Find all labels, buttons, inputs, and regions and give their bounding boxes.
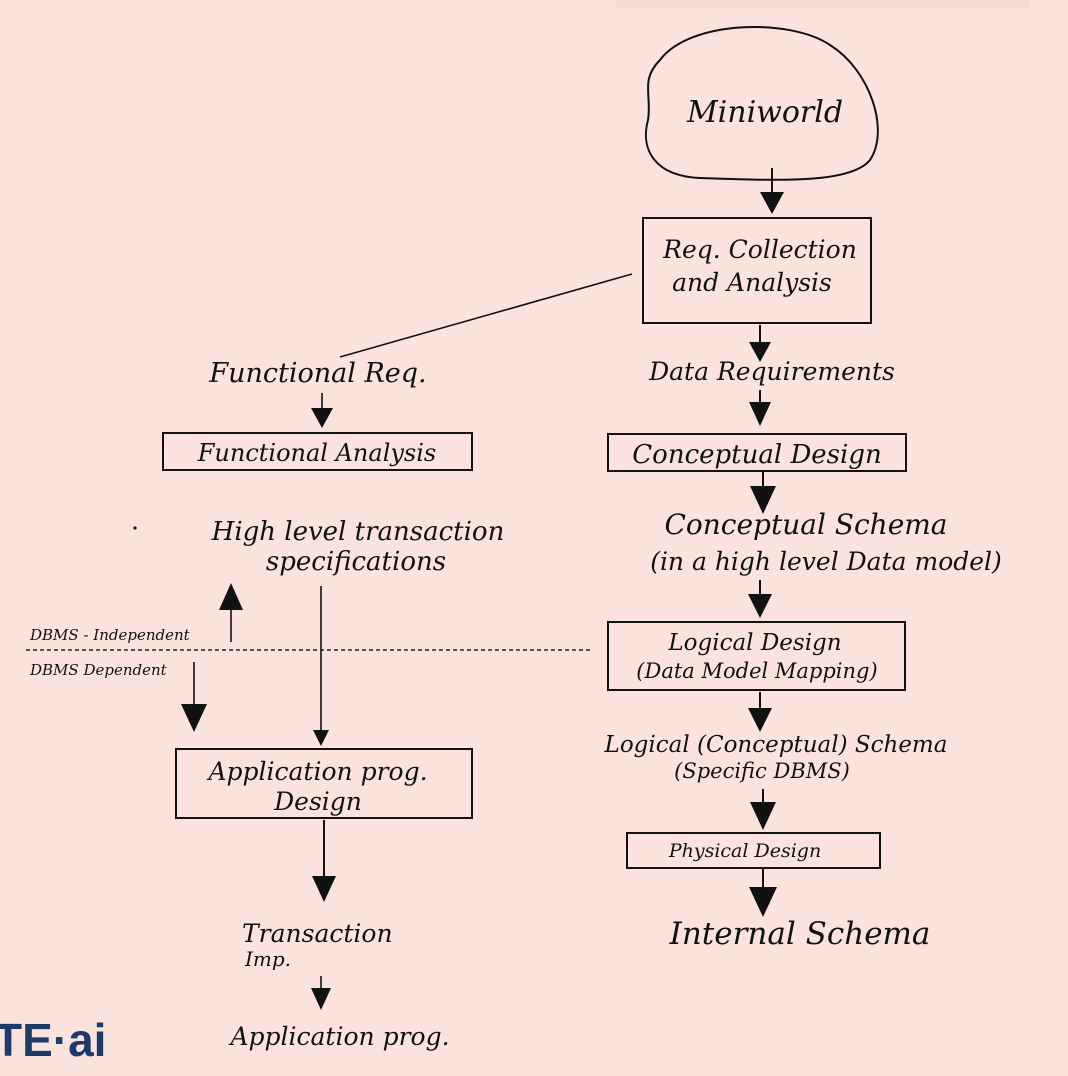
conceptual-schema-line1: Conceptual Schema (664, 508, 947, 541)
logical-design-box (607, 621, 906, 691)
arrow-head (749, 402, 771, 426)
req-collection-line2: and Analysis (672, 268, 832, 297)
branch-line (339, 273, 633, 358)
transaction-imp-line2: Imp. (244, 947, 291, 971)
down-arrow-head (181, 704, 207, 732)
high-level-spec-line2: specifications (266, 547, 446, 577)
top-bar-remnant (615, 0, 1030, 8)
arrow-head (748, 708, 772, 732)
conceptual-design-label: Conceptual Design (632, 440, 881, 470)
transaction-imp-line1: Transaction (242, 919, 393, 948)
high-level-spec-line1: High level transaction (211, 517, 505, 547)
dbms-independent-label: DBMS - Independent (29, 626, 191, 644)
application-prog-label: Application prog. (228, 1022, 449, 1051)
conceptual-schema-line2: (in a high level Data model) (650, 547, 1002, 576)
stray-dot (133, 526, 137, 530)
arrow-head (749, 887, 777, 917)
logical-design-line2: (Data Model Mapping) (636, 659, 877, 683)
application-design-line1: Application prog. (206, 757, 427, 786)
physical-design-box (626, 832, 881, 869)
functional-analysis-box (162, 432, 473, 471)
functional-analysis-label: Functional Analysis (197, 439, 437, 467)
functional-req-label: Functional Req. (208, 358, 426, 389)
dbms-dependent-label: DBMS Dependent (29, 661, 168, 679)
arrow-head (748, 594, 772, 618)
internal-schema-label: Internal Schema (669, 916, 931, 952)
req-collection-line1: Req. Collection (662, 235, 857, 264)
logical-design-line1: Logical Design (667, 630, 841, 656)
data-requirements-label: Data Requirements (648, 357, 895, 386)
arrow-head (760, 192, 784, 214)
brand-logo: TE·ai (0, 1014, 106, 1066)
up-arrow-head (219, 583, 243, 610)
arrow-head (313, 730, 329, 746)
arrow-head (750, 802, 776, 830)
logical-schema-line1: Logical (Conceptual) Schema (604, 732, 948, 758)
application-design-line2: Design (273, 787, 362, 816)
req-collection-box (642, 217, 872, 324)
application-design-box (175, 748, 473, 819)
arrow-head (312, 876, 336, 902)
miniworld-cloud (644, 26, 879, 181)
arrow-head (750, 486, 776, 514)
arrow-head (311, 988, 331, 1010)
physical-design-label: Physical Design (668, 840, 821, 862)
miniworld-label: Miniworld (686, 95, 843, 130)
logical-schema-line2: (Specific DBMS) (674, 759, 850, 783)
arrow-head (311, 408, 333, 428)
conceptual-design-box (607, 433, 907, 472)
arrow-head (749, 342, 771, 362)
